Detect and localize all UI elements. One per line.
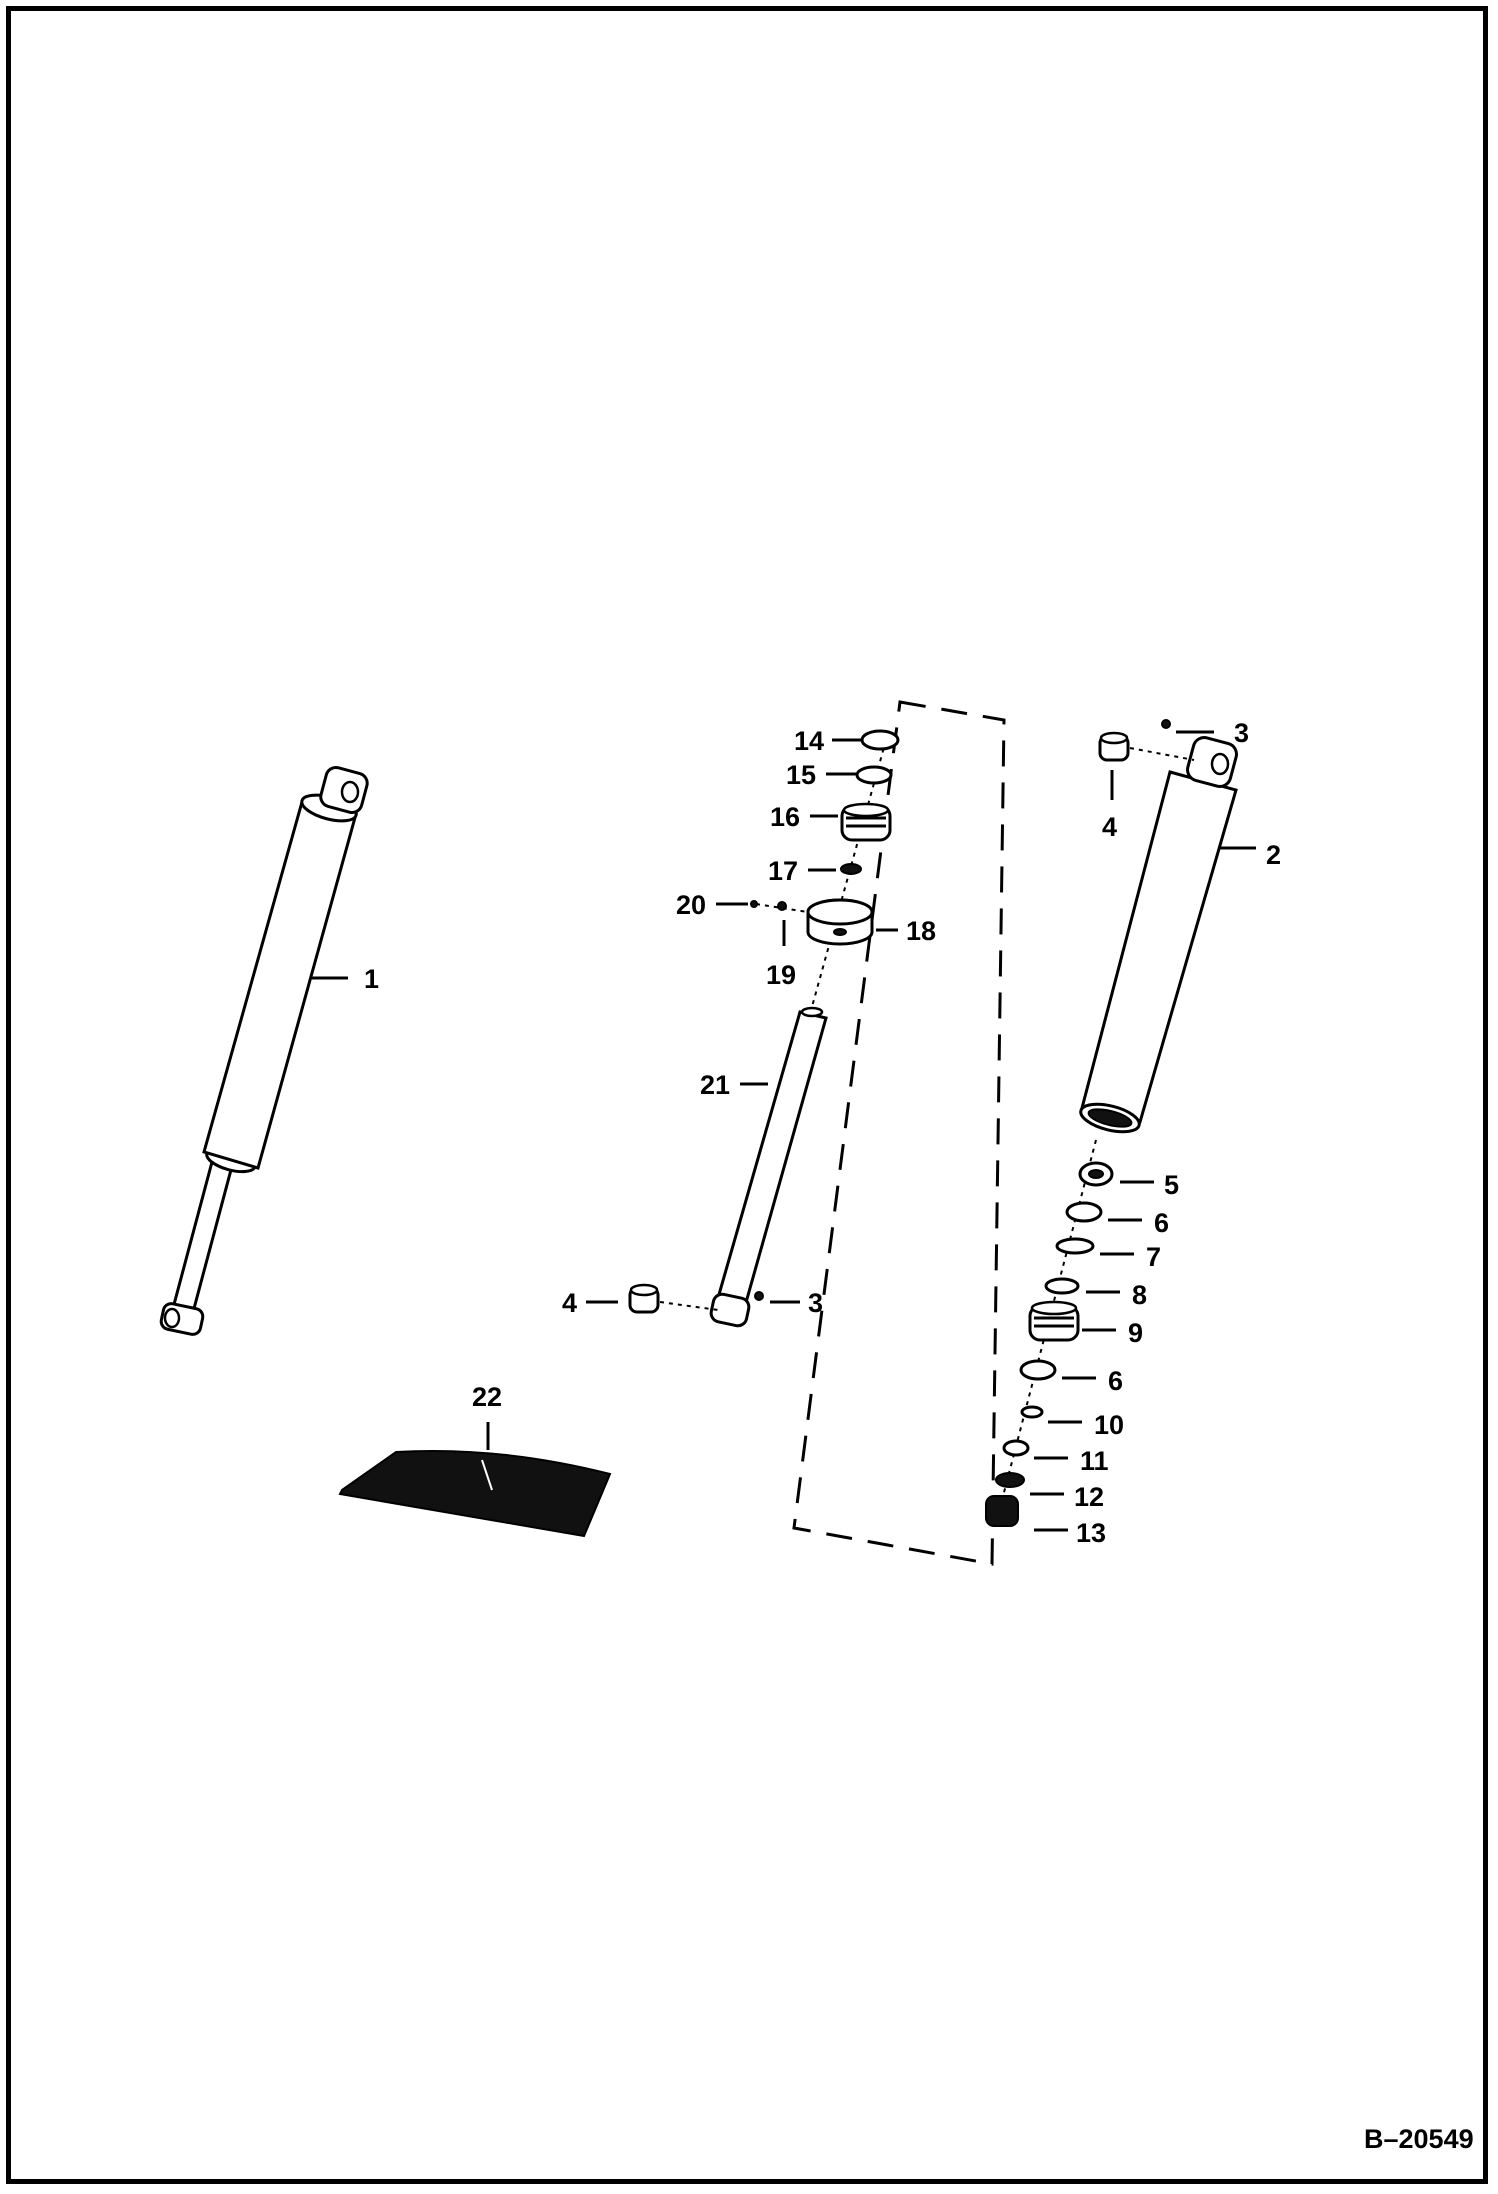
callout-2: 2 xyxy=(1266,840,1281,870)
part-12-washer xyxy=(995,1472,1025,1488)
callout-3-right: 3 xyxy=(1234,718,1249,748)
part-10-o-ring xyxy=(1020,1405,1044,1419)
part-8-o-ring xyxy=(1044,1277,1080,1295)
part-18-head xyxy=(806,898,874,946)
callout-10: 10 xyxy=(1094,1410,1124,1440)
callout-9: 9 xyxy=(1128,1318,1143,1348)
callout-14: 14 xyxy=(794,726,824,756)
callout-16: 16 xyxy=(770,802,800,832)
part-22-decal xyxy=(338,1449,612,1538)
part-6-wear-ring-upper xyxy=(1065,1201,1103,1223)
part-14-o-ring xyxy=(860,729,900,751)
callout-20: 20 xyxy=(676,890,706,920)
part-3-grease-fitting-right xyxy=(1161,719,1171,729)
right-exploded-parts xyxy=(985,1139,1114,1527)
callout-labels: 1 2 3 4 5 6 7 8 9 6 10 11 12 13 14 15 16… xyxy=(364,718,1281,1548)
callout-12: 12 xyxy=(1074,1482,1104,1512)
callout-4-right: 4 xyxy=(1102,812,1117,842)
part-1-cylinder-assembly xyxy=(159,765,369,1336)
part-2-barrel xyxy=(1079,736,1238,1134)
part-5-nut xyxy=(1078,1161,1114,1187)
callout-6-lower: 6 xyxy=(1108,1366,1123,1396)
seal-kit-dashed-outline xyxy=(792,700,1006,1566)
part-17-seal xyxy=(840,863,862,875)
part-4-bushing-center xyxy=(628,1283,660,1314)
callout-4-center: 4 xyxy=(562,1288,577,1318)
part-21-rod xyxy=(709,1006,828,1328)
part-7-seal xyxy=(1055,1237,1095,1255)
leader-lines xyxy=(312,730,1256,1532)
part-6-wear-ring-lower xyxy=(1019,1359,1057,1381)
part-16-gland xyxy=(840,802,892,842)
part-11-backup-ring xyxy=(1002,1439,1030,1457)
callout-8: 8 xyxy=(1132,1280,1147,1310)
callout-19: 19 xyxy=(766,960,796,990)
callout-21: 21 xyxy=(700,1070,730,1100)
part-15-backup-ring xyxy=(855,765,893,785)
drawing-number: B–20549 xyxy=(1364,2124,1474,2154)
callout-13: 13 xyxy=(1076,1518,1106,1548)
part-9-piston xyxy=(1028,1300,1080,1342)
part-4-bushing-right xyxy=(1098,731,1130,762)
callout-1: 1 xyxy=(364,964,379,994)
callout-3-center: 3 xyxy=(808,1288,823,1318)
part-13-lock-nut xyxy=(985,1495,1019,1527)
callout-5: 5 xyxy=(1164,1170,1179,1200)
part-3-grease-fitting-center xyxy=(754,1291,764,1301)
callout-11: 11 xyxy=(1080,1446,1109,1476)
callout-22: 22 xyxy=(472,1382,502,1412)
callout-17: 17 xyxy=(768,856,798,886)
callout-7: 7 xyxy=(1146,1242,1161,1272)
callout-6-upper: 6 xyxy=(1154,1208,1169,1238)
callout-15: 15 xyxy=(786,760,816,790)
center-exploded-parts xyxy=(628,729,900,1328)
callout-18: 18 xyxy=(906,916,936,946)
